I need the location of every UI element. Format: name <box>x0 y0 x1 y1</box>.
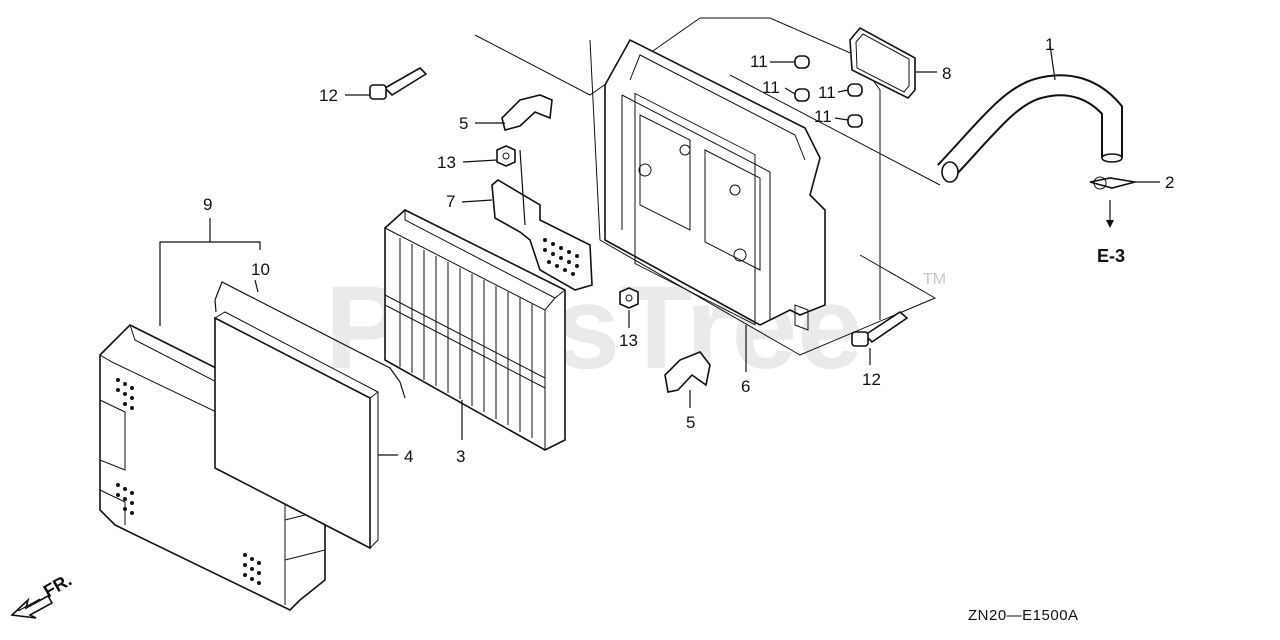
callout-12-lower: 12 <box>862 370 881 389</box>
callout-12-upper: 12 <box>319 86 338 105</box>
bracket-plate-part[interactable] <box>491 179 593 291</box>
callout-10: 10 <box>251 260 270 279</box>
assembly-outline <box>474 17 941 356</box>
filter-pleats <box>399 238 533 438</box>
callout-5-upper: 5 <box>459 114 468 133</box>
callout-5-lower: 5 <box>686 413 695 432</box>
gasket-part[interactable] <box>849 26 916 99</box>
leader-lines <box>159 44 1160 456</box>
callout-11-c: 11 <box>818 83 836 102</box>
callout-7: 7 <box>446 192 455 211</box>
breather-tube-part[interactable] <box>937 74 1123 183</box>
paper-filter-element-part[interactable] <box>384 209 566 451</box>
front-direction-arrow-icon <box>10 594 54 619</box>
diagram-code: ZN20—E1500A <box>968 607 1079 624</box>
callout-11-a: 11 <box>750 52 768 71</box>
air-cleaner-case-part[interactable] <box>604 38 826 331</box>
callout-4: 4 <box>404 447 413 466</box>
callout-6: 6 <box>741 377 750 396</box>
callout-9: 9 <box>203 195 212 214</box>
nut-upper-part[interactable] <box>496 145 516 167</box>
callout-2: 2 <box>1165 173 1174 192</box>
latch-clip-upper-part[interactable] <box>501 94 553 131</box>
latch-clip-lower-part[interactable] <box>664 351 711 393</box>
callout-13-lower: 13 <box>619 331 638 350</box>
bolt-lower-part[interactable] <box>851 311 909 347</box>
callout-1: 1 <box>1045 35 1054 54</box>
callout-8: 8 <box>942 64 951 83</box>
callout-13-upper: 13 <box>437 153 456 172</box>
callout-11-b: 11 <box>762 78 780 97</box>
nut-lower-part[interactable] <box>619 287 639 309</box>
callout-11-d: 11 <box>814 107 832 126</box>
bolt-upper-part[interactable] <box>369 67 428 100</box>
grommet-parts[interactable] <box>794 55 863 128</box>
tube-clip-part[interactable] <box>1089 176 1136 190</box>
wire-clip-part[interactable] <box>214 281 406 399</box>
bracket-holes <box>543 238 579 276</box>
reference-label: E-3 <box>1097 246 1125 266</box>
foam-filter-part[interactable] <box>214 311 379 550</box>
callout-3: 3 <box>456 447 465 466</box>
watermark-trademark: TM <box>923 271 946 288</box>
